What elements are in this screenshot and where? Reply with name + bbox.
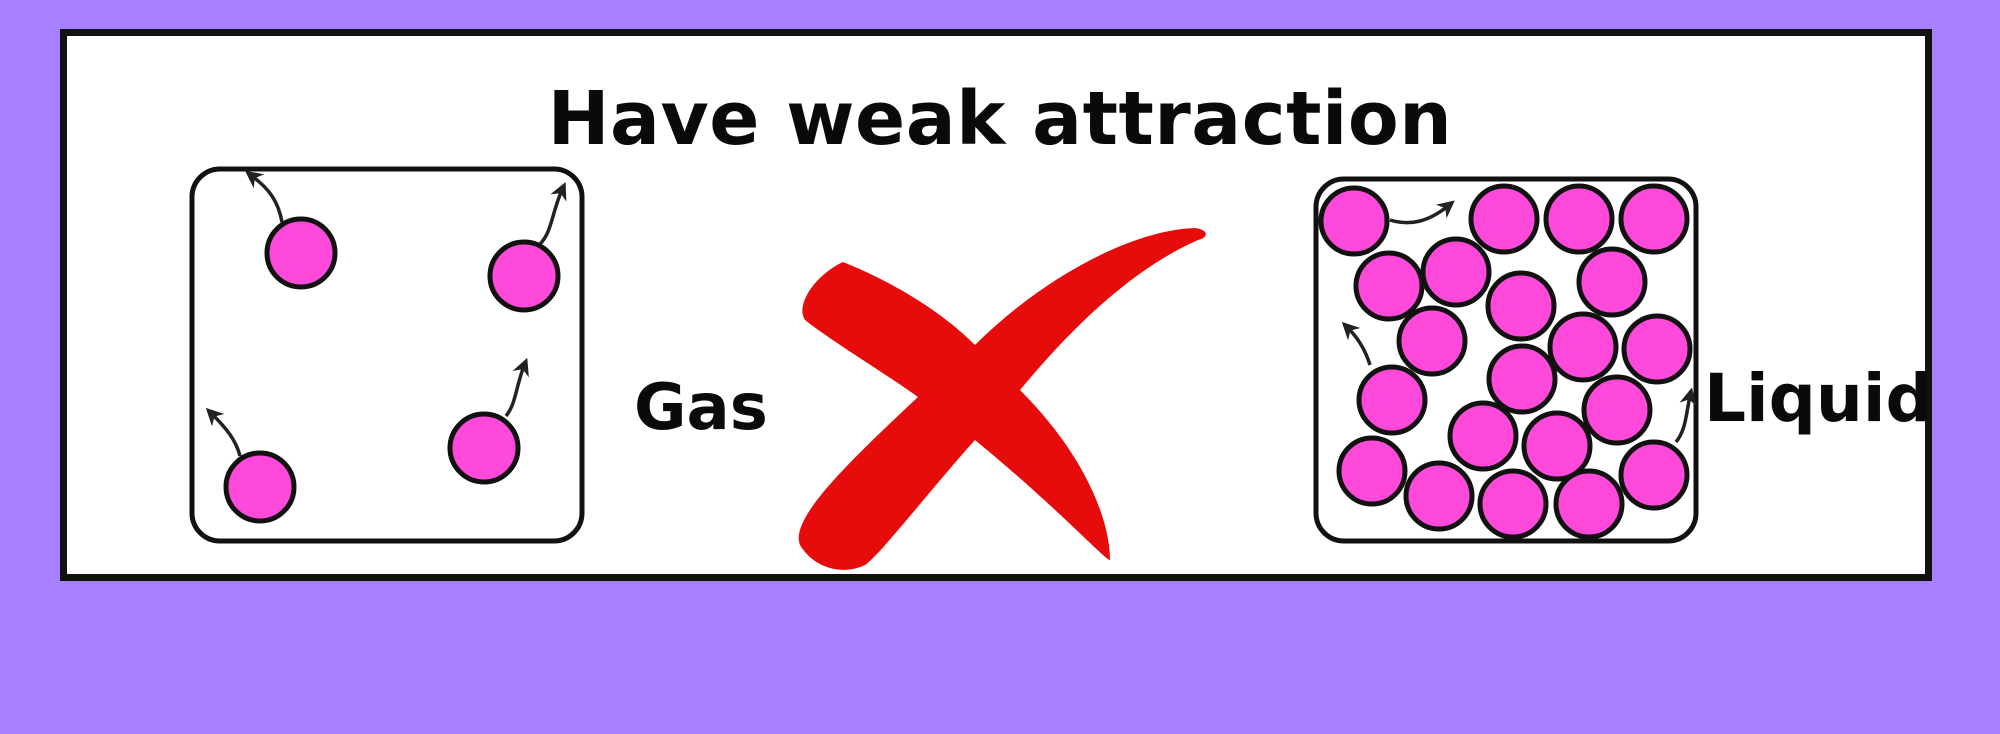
- particle-icon: [1543, 183, 1615, 255]
- particle-icon: [1318, 185, 1390, 257]
- liquid-container: [1313, 176, 1699, 544]
- particle-icon: [1403, 460, 1475, 532]
- particle-icon: [1477, 468, 1549, 540]
- particle-icon: [1468, 183, 1540, 255]
- particle-icon: [1618, 183, 1690, 255]
- gas-particles: [223, 216, 561, 524]
- particle-icon: [1521, 410, 1593, 482]
- particle-icon: [487, 239, 561, 313]
- motion-arrow-icon: [245, 170, 284, 223]
- motion-arrow-icon: [504, 357, 529, 418]
- particle-icon: [1485, 270, 1557, 342]
- diagram-title: Have weak attraction: [547, 76, 1453, 162]
- particle-icon: [1618, 439, 1690, 511]
- gas-arrows: [205, 170, 567, 457]
- particle-icon: [1356, 364, 1428, 436]
- gas-label: Gas: [634, 371, 768, 445]
- particle-icon: [1420, 236, 1492, 308]
- particle-icon: [1396, 305, 1468, 377]
- particle-icon: [1576, 246, 1648, 318]
- liquid-particles: [1318, 183, 1693, 540]
- particle-icon: [1547, 311, 1619, 383]
- particle-icon: [1486, 343, 1558, 415]
- particle-icon: [1336, 435, 1408, 507]
- motion-arrow-icon: [1341, 321, 1372, 366]
- liquid-arrows: [1341, 200, 1697, 444]
- particle-icon: [264, 216, 338, 290]
- motion-arrow-icon: [205, 407, 242, 457]
- motion-arrow-icon: [1389, 200, 1455, 225]
- liquid-label: Liquid: [1704, 360, 1933, 437]
- particle-icon: [1621, 313, 1693, 385]
- particle-icon: [1553, 468, 1625, 540]
- red-cross-icon: [798, 228, 1206, 570]
- particle-icon: [447, 411, 521, 485]
- particle-icon: [1581, 374, 1653, 446]
- particle-icon: [223, 450, 297, 524]
- motion-arrow-icon: [538, 182, 567, 246]
- particle-icon: [1353, 250, 1425, 322]
- particle-icon: [1447, 400, 1519, 472]
- motion-arrow-icon: [1674, 387, 1697, 444]
- gas-container: [189, 166, 585, 544]
